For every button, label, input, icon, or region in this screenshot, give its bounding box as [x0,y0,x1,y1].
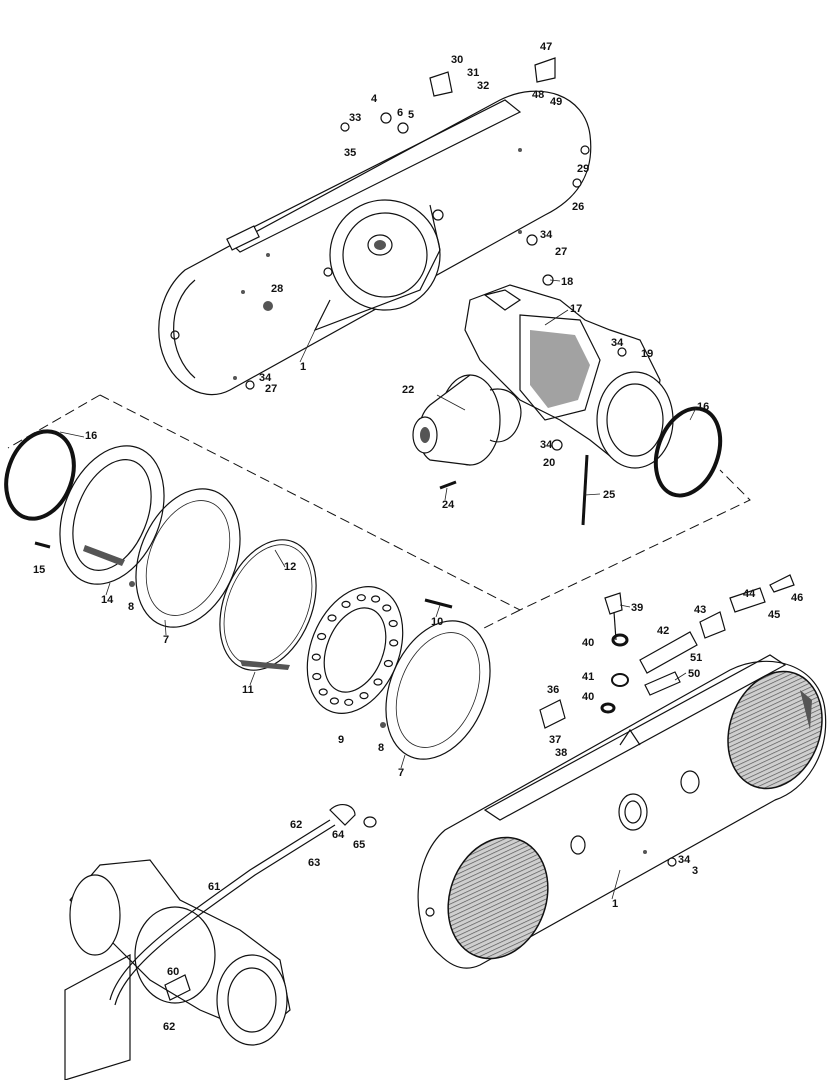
callout-4: 4 [371,93,378,105]
bracket-47 [534,57,556,83]
callout-34: 34 [540,439,553,451]
split-ring [219,539,317,671]
hydraulic-fittings [600,574,795,714]
clamp-ring-hole [344,698,354,706]
fasteners [34,112,677,867]
clamp-ring-hole [383,659,393,668]
clamp-ring-hole [371,595,381,603]
differential-assembly [412,374,522,466]
callout-1: 1 [612,898,618,910]
clamp-ring-hole [312,672,322,681]
callout-22: 22 [402,384,414,396]
callout-50: 50 [688,668,700,680]
callout-24: 24 [442,499,455,511]
clamp-ring-hole [318,688,328,696]
callout-labels: 47 30 31 32 48 49 4 6 5 33 35 29 26 34 2… [33,41,803,1033]
callout-36: 36 [547,684,559,696]
clamp-ring-hole [327,614,337,622]
callout-32: 32 [477,80,489,92]
callout-25: 25 [603,489,615,501]
callout-49: 49 [550,96,562,108]
callout-12: 12 [284,561,296,573]
callout-34: 34 [678,854,691,866]
callout-40: 40 [582,691,594,703]
bracket-30 [429,71,453,97]
callout-37: 37 [549,734,561,746]
callout-10: 10 [431,616,443,628]
callout-43: 43 [694,604,706,616]
callout-27: 27 [555,246,567,258]
callout-48: 48 [532,89,544,101]
callout-6: 6 [397,107,403,119]
clamp-ring-hole [329,697,339,705]
callout-28: 28 [271,283,283,295]
callout-16: 16 [85,430,97,442]
callout-65: 65 [353,839,365,851]
callout-34: 34 [259,372,272,384]
callout-60: 60 [167,966,179,978]
callout-29: 29 [577,163,589,175]
o-ring-seal-right [653,406,723,498]
callout-18: 18 [561,276,573,288]
upper-chain-case [158,90,592,396]
callout-14: 14 [101,594,114,606]
flange-ring [59,445,165,585]
clamp-ring-hole [356,594,366,602]
callout-8: 8 [378,742,384,754]
callout-16: 16 [697,401,709,413]
callout-63: 63 [308,857,320,869]
callout-61: 61 [208,881,220,893]
callout-38: 38 [555,747,567,759]
lower-chain-case [417,654,827,969]
callout-40: 40 [582,637,594,649]
axle-housing-lower-view [64,803,377,1081]
callout-27: 27 [265,383,277,395]
callout-3: 3 [692,865,698,877]
callout-7: 7 [398,767,404,779]
callout-64: 64 [332,829,345,841]
clamp-ring-hole [317,632,327,641]
callout-26: 26 [572,201,584,213]
callout-62: 62 [290,819,302,831]
callout-45: 45 [768,609,780,621]
leader-lines [59,279,697,900]
callout-5: 5 [408,109,414,121]
clamp-ring-hole [388,619,398,628]
callout-46: 46 [791,592,803,604]
callout-20: 20 [543,457,555,469]
callout-30: 30 [451,54,463,66]
clamp-ring-hole [359,691,369,700]
callout-17: 17 [570,303,582,315]
callout-41: 41 [582,671,594,683]
clamp-ring-hole [389,639,399,647]
clamp-ring-hole [311,653,321,661]
callout-11: 11 [242,684,254,696]
callout-33: 33 [349,112,361,124]
callout-47: 47 [540,41,552,53]
callout-15: 15 [33,564,45,576]
axle-housing [464,284,674,469]
callout-7: 7 [163,634,169,646]
callout-31: 31 [467,67,479,79]
clamp-ring-hole [341,600,351,609]
callout-42: 42 [657,625,669,637]
callout-44: 44 [743,588,756,600]
clamp-ring-hole [382,604,392,612]
callout-62: 62 [163,1021,175,1033]
callout-9: 9 [338,734,344,746]
clamp-ring-hole [373,678,383,686]
bracket-36 [539,699,566,729]
callout-39: 39 [631,602,643,614]
callout-1: 1 [300,361,306,373]
clamp-ring [306,586,404,714]
callout-34: 34 [540,229,553,241]
callout-51: 51 [690,652,702,664]
callout-19: 19 [641,348,653,360]
callout-34: 34 [611,337,624,349]
assembly-plane-outline [7,394,751,631]
o-ring-seal-left [4,429,76,521]
callout-8: 8 [128,601,134,613]
callout-35: 35 [344,147,356,159]
